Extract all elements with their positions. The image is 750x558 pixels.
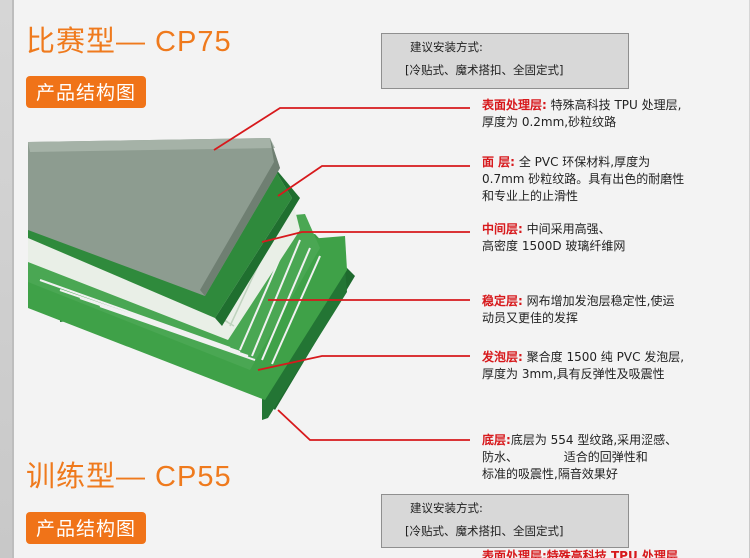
layer-line: 全 PVC 环保材料,厚度为	[518, 155, 651, 169]
install-method-box: 建议安装方式: [冷贴式、魔术搭扣、全固定式]	[381, 33, 629, 89]
layer-line: 0.7mm 砂粒纹路。具有出色的耐磨性	[482, 172, 685, 186]
layer-desc-face: 面 层: 全 PVC 环保材料,厚度为 0.7mm 砂粒纹路。具有出色的耐磨性 …	[482, 154, 722, 205]
layer-name: 稳定层:	[482, 294, 523, 308]
fiberglass-mesh	[39, 234, 321, 365]
pointer-surface	[213, 107, 470, 151]
layer-desc-foam: 发泡层: 聚合度 1500 纯 PVC 发泡层, 厚度为 3mm,具有反弹性及吸…	[482, 349, 727, 383]
install-method-value: [冷贴式、魔术搭扣、全固定式]	[405, 524, 564, 538]
layer-line: 动员又更佳的发挥	[482, 311, 579, 325]
layer-name: 发泡层:	[482, 350, 523, 364]
pointer-middle	[261, 231, 470, 243]
partial-layer-text: 表面处理层:特殊高科技 TPU 处理层	[482, 549, 678, 558]
layer-line: 底层为 554 型纹路,采用涩感、	[510, 433, 678, 447]
pointer-face	[277, 165, 470, 197]
install-method-title: 建议安装方式:	[410, 40, 483, 54]
layer-desc-surface: 表面处理层: 特殊高科技 TPU 处理层, 厚度为 0.2mm,砂粒纹路	[482, 97, 722, 131]
pointer-bottom	[277, 409, 470, 441]
install-method-value: [冷贴式、魔术搭扣、全固定式]	[405, 63, 564, 77]
layer-name: 底层:	[482, 433, 511, 447]
layer-line: 厚度为 0.2mm,砂粒纹路	[482, 115, 617, 129]
pointer-foam	[257, 355, 470, 371]
layer-line: 高密度 1500D 玻璃纤维网	[482, 239, 626, 253]
layer-name: 表面处理层:	[482, 98, 547, 112]
layer-line: 防水、 适合的回弹性和	[482, 450, 648, 464]
layer-line: 厚度为 3mm,具有反弹性及吸震性	[482, 367, 665, 381]
install-method-title: 建议安装方式:	[410, 501, 483, 515]
layer-line: 特殊高科技 TPU 处理层,	[550, 98, 682, 112]
install-method-box-2: 建议安装方式: [冷贴式、魔术搭扣、全固定式]	[381, 494, 629, 548]
layer-line: 和专业上的止滑性	[482, 189, 579, 203]
layer-desc-middle: 中间层: 中间采用高强、 高密度 1500D 玻璃纤维网	[482, 221, 722, 255]
face-layer-side	[215, 162, 300, 326]
layer-line: 网布增加发泡层稳定性,使运	[526, 294, 675, 308]
surface-layer-top-edge	[28, 138, 275, 152]
layer-desc-stable: 稳定层: 网布增加发泡层稳定性,使运 动员又更佳的发挥	[482, 293, 727, 327]
layer-line: 中间采用高强、	[526, 222, 611, 236]
model-title-cp75: 比赛型— CP75	[26, 26, 232, 58]
layer-line: 标准的吸震性,隔音效果好	[482, 467, 618, 481]
pointer-lines	[213, 107, 470, 441]
layer-name: 面 层:	[482, 155, 515, 169]
layer-line: 聚合度 1500 纯 PVC 发泡层,	[526, 350, 685, 364]
model-title-cp55: 训练型— CP55	[26, 461, 232, 493]
layer-desc-partial: 表面处理层:特殊高科技 TPU 处理层	[482, 548, 732, 558]
surface-layer	[28, 138, 280, 296]
surface-layer-side	[200, 138, 280, 296]
section-label-structure-2: 产品结构图	[26, 512, 147, 544]
layer-name: 中间层:	[482, 222, 523, 236]
section-label-structure: 产品结构图	[26, 76, 147, 108]
layer-desc-bottom: 底层:底层为 554 型纹路,采用涩感、防水、 适合的回弹性和标准的吸震性,隔音…	[482, 432, 727, 483]
